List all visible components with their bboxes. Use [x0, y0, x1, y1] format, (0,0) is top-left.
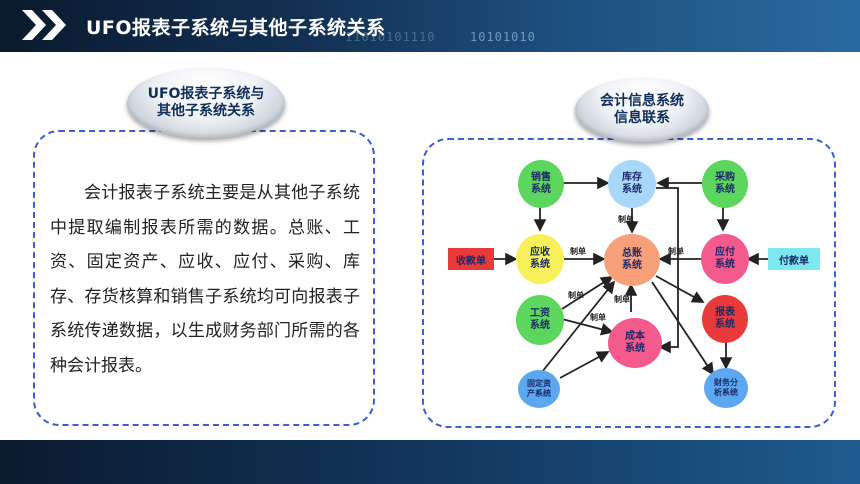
header-band: 11010101110 10101010 UFO报表子系统与其他子系统关系 [0, 0, 860, 52]
arrow-ledger-report [655, 275, 705, 303]
diagram-arrows [494, 176, 768, 379]
edge-label-payable-ledger: 制单 [668, 247, 684, 256]
edge-label-payroll-cost: 制单 [590, 313, 606, 322]
node-inventory-system: 库存系统 [608, 160, 656, 208]
node-analysis-system: 财务分析系统 [704, 368, 748, 408]
arrow-fixedassets-ledger [541, 280, 616, 373]
arrow-fixedassets-cost [559, 351, 610, 379]
body-paragraph: 会计报表子系统主要是从其他子系统中提取编制报表所需的数据。总账、工资、固定资产、… [50, 183, 360, 376]
node-sales-system: 销售系统 [518, 160, 564, 208]
footer-band [0, 440, 860, 484]
section-badge-left: UFO报表子系统与 其他子系统关系 [127, 68, 285, 138]
receipt-box: 收款单 [448, 248, 494, 270]
page-title: UFO报表子系统与其他子系统关系 [86, 17, 386, 39]
badge-right-line2: 信息联系 [614, 110, 670, 126]
arrow-payroll-cost [561, 318, 614, 336]
node-receivable-system: 应收系统 [516, 234, 564, 284]
edge-label-payroll-ledger: 制单 [568, 291, 584, 300]
edge-label-cost-ledger: 制单 [614, 295, 630, 304]
header-binary-decoration-2: 10101010 [470, 30, 536, 44]
node-report-system: 报表系统 [702, 295, 748, 343]
badge-left-line1: UFO报表子系统与 [147, 86, 265, 102]
badge-right-line1: 会计信息系统 [600, 93, 684, 109]
node-payroll-system: 工资系统 [516, 295, 564, 345]
section-badge-right: 会计信息系统 信息联系 [575, 78, 709, 142]
node-cost-system: 成本系统 [608, 318, 662, 368]
text-panel [33, 130, 375, 426]
system-relationship-diagram: 销售系统 库存系统 采购系统 收款单 应收系统 总账系统 应付系统 付款单 工资… [438, 152, 830, 412]
edge-label-receivable-ledger: 制单 [570, 247, 586, 256]
header-binary-decoration: 11010101110 [345, 30, 436, 44]
node-payable-system: 应付系统 [701, 234, 749, 284]
payment-box: 付款单 [768, 248, 820, 270]
arrow-inventory-cost-loop [656, 187, 679, 354]
badge-left-line2: 其他子系统关系 [157, 103, 255, 119]
node-fixed-assets-system: 固定资产系统 [518, 370, 560, 408]
node-ledger-system: 总账系统 [604, 234, 660, 286]
arrow-ledger-analysis [651, 281, 714, 376]
double-chevron-icon [22, 10, 66, 40]
edge-label-inventory-ledger: 制单 [618, 215, 634, 224]
node-purchase-system: 采购系统 [702, 160, 748, 208]
